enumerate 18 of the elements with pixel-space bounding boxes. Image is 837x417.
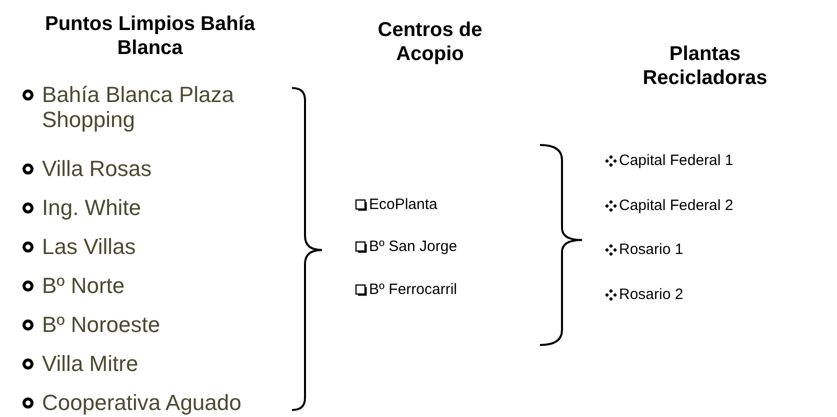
list-item-text: Bº Norte <box>42 273 125 298</box>
list-item-text: Rosario 1 <box>619 241 684 259</box>
list-item-text: Bº San Jorge <box>369 238 458 256</box>
column-heading: Plantas Recicladoras <box>642 42 768 90</box>
list-item-text: Villa Rosas <box>42 156 152 181</box>
column-heading: Puntos Limpios Bahía Blanca <box>44 12 256 60</box>
column-heading: Centros de Acopio <box>376 18 484 66</box>
list-item-text: Villa Mitre <box>42 351 138 376</box>
list-item-text: Capital Federal 2 <box>619 197 734 215</box>
list-item-text: Bº Ferrocarril <box>369 281 457 299</box>
list-item-text: Ing. White <box>42 195 142 220</box>
list-item-text: Bahía Blanca Plaza Shopping <box>42 82 236 132</box>
list-item-text: Capital Federal 1 <box>619 152 734 170</box>
list-item-text: Las Villas <box>42 234 136 259</box>
list-item-text: Bº Noroeste <box>42 312 160 337</box>
list-item-text: EcoPlanta <box>369 196 438 214</box>
list-item-text: Cooperativa Aguado <box>42 390 242 415</box>
list-item-text: Rosario 2 <box>619 286 684 304</box>
